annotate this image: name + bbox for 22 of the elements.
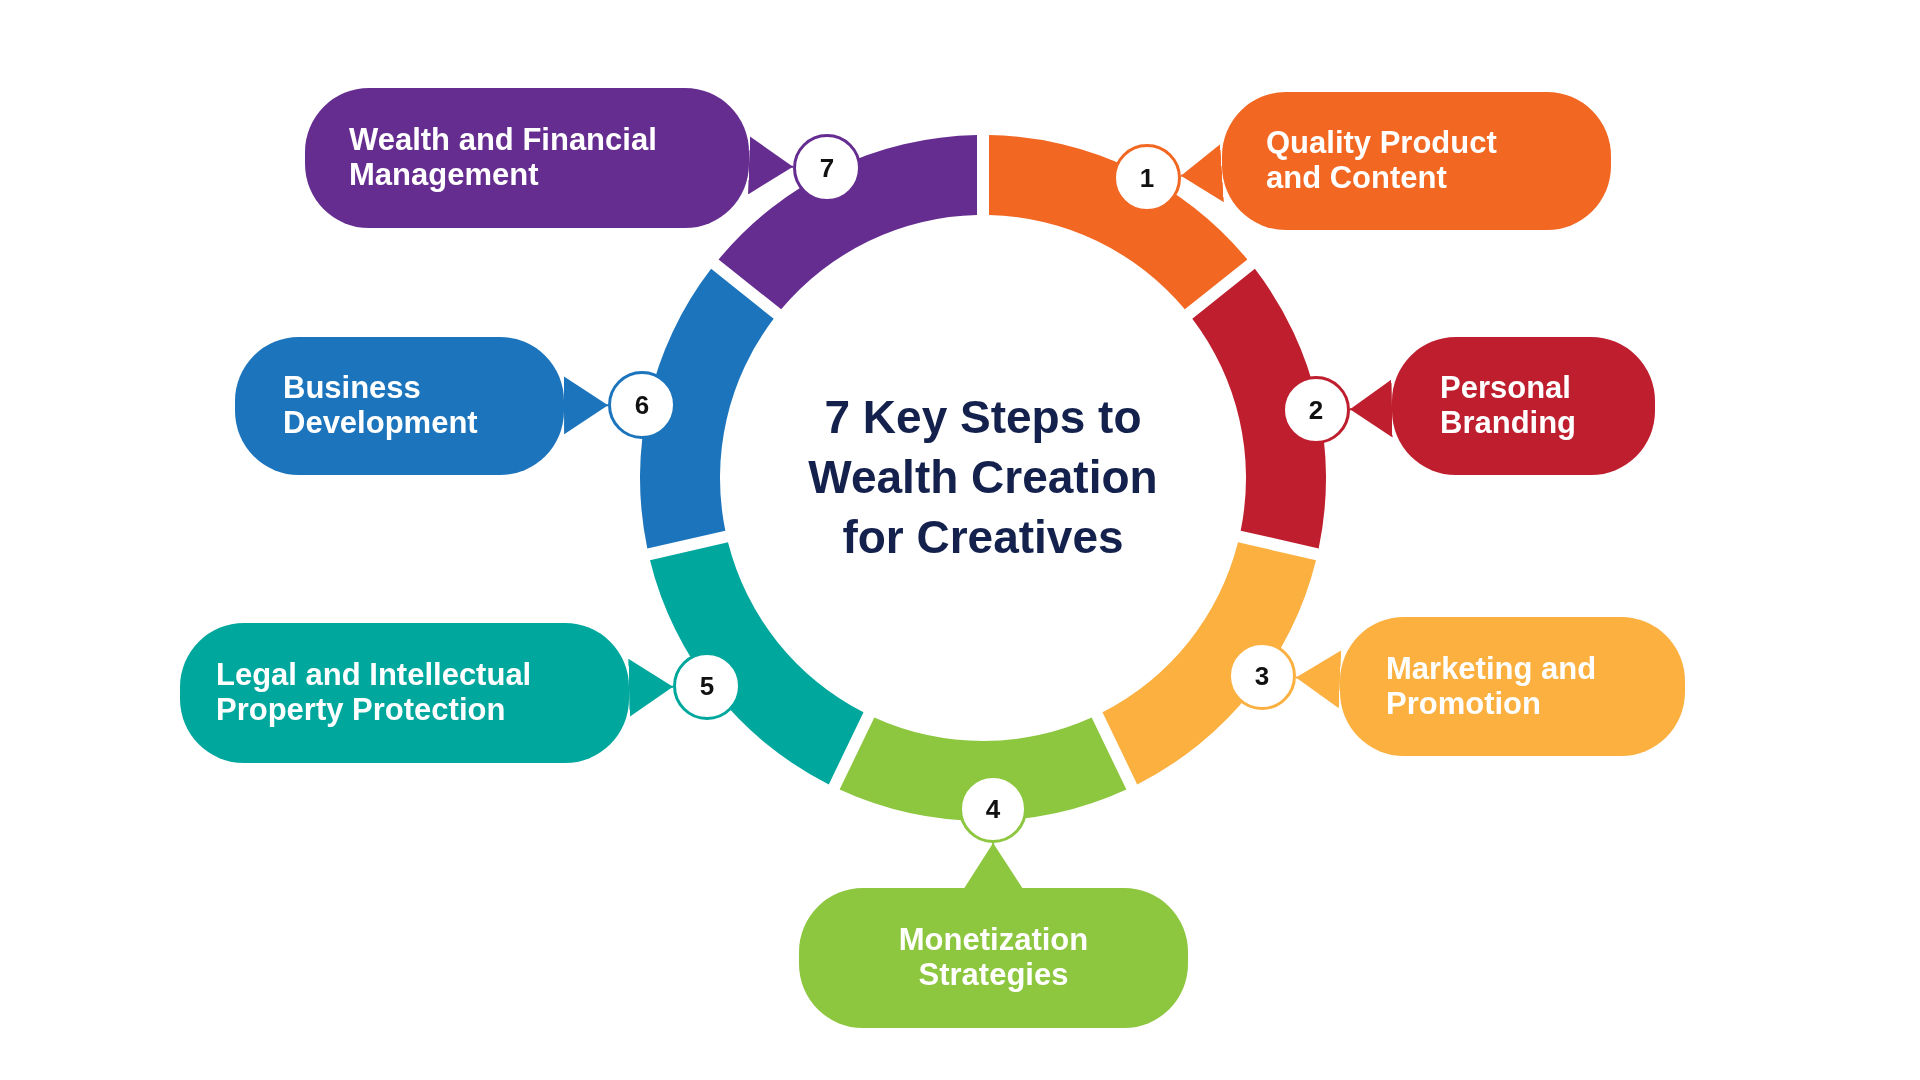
step-number-circle: 6 — [608, 371, 676, 439]
callout-bubble: Quality Product and Content — [1222, 92, 1611, 230]
callout-bubble: Marketing and Promotion — [1340, 617, 1685, 756]
callout-pointer — [964, 842, 1023, 889]
callout-bubble: Legal and Intellectual Property Protection — [180, 623, 629, 763]
callout-pointer — [628, 658, 674, 717]
diagram-title: 7 Key Steps to Wealth Creation for Creatives — [807, 390, 1159, 565]
callout-pointer — [1349, 379, 1393, 438]
callout-pointer — [1294, 650, 1342, 709]
step-number-circle: 2 — [1282, 376, 1350, 444]
step-number-circle: 1 — [1113, 144, 1181, 212]
callout-bubble: Monetization Strategies — [799, 888, 1188, 1028]
callout-pointer — [1179, 144, 1224, 203]
callout-bubble: Personal Branding — [1392, 337, 1655, 475]
step-number-circle: 4 — [959, 775, 1027, 843]
step-number-circle: 7 — [793, 134, 861, 202]
callout-pointer — [563, 376, 609, 435]
step-number-circle: 5 — [673, 652, 741, 720]
step-number-circle: 3 — [1228, 642, 1296, 710]
callout-pointer — [748, 136, 794, 195]
callout-bubble: Business Development — [235, 337, 564, 475]
callout-bubble: Wealth and Financial Management — [305, 88, 749, 228]
